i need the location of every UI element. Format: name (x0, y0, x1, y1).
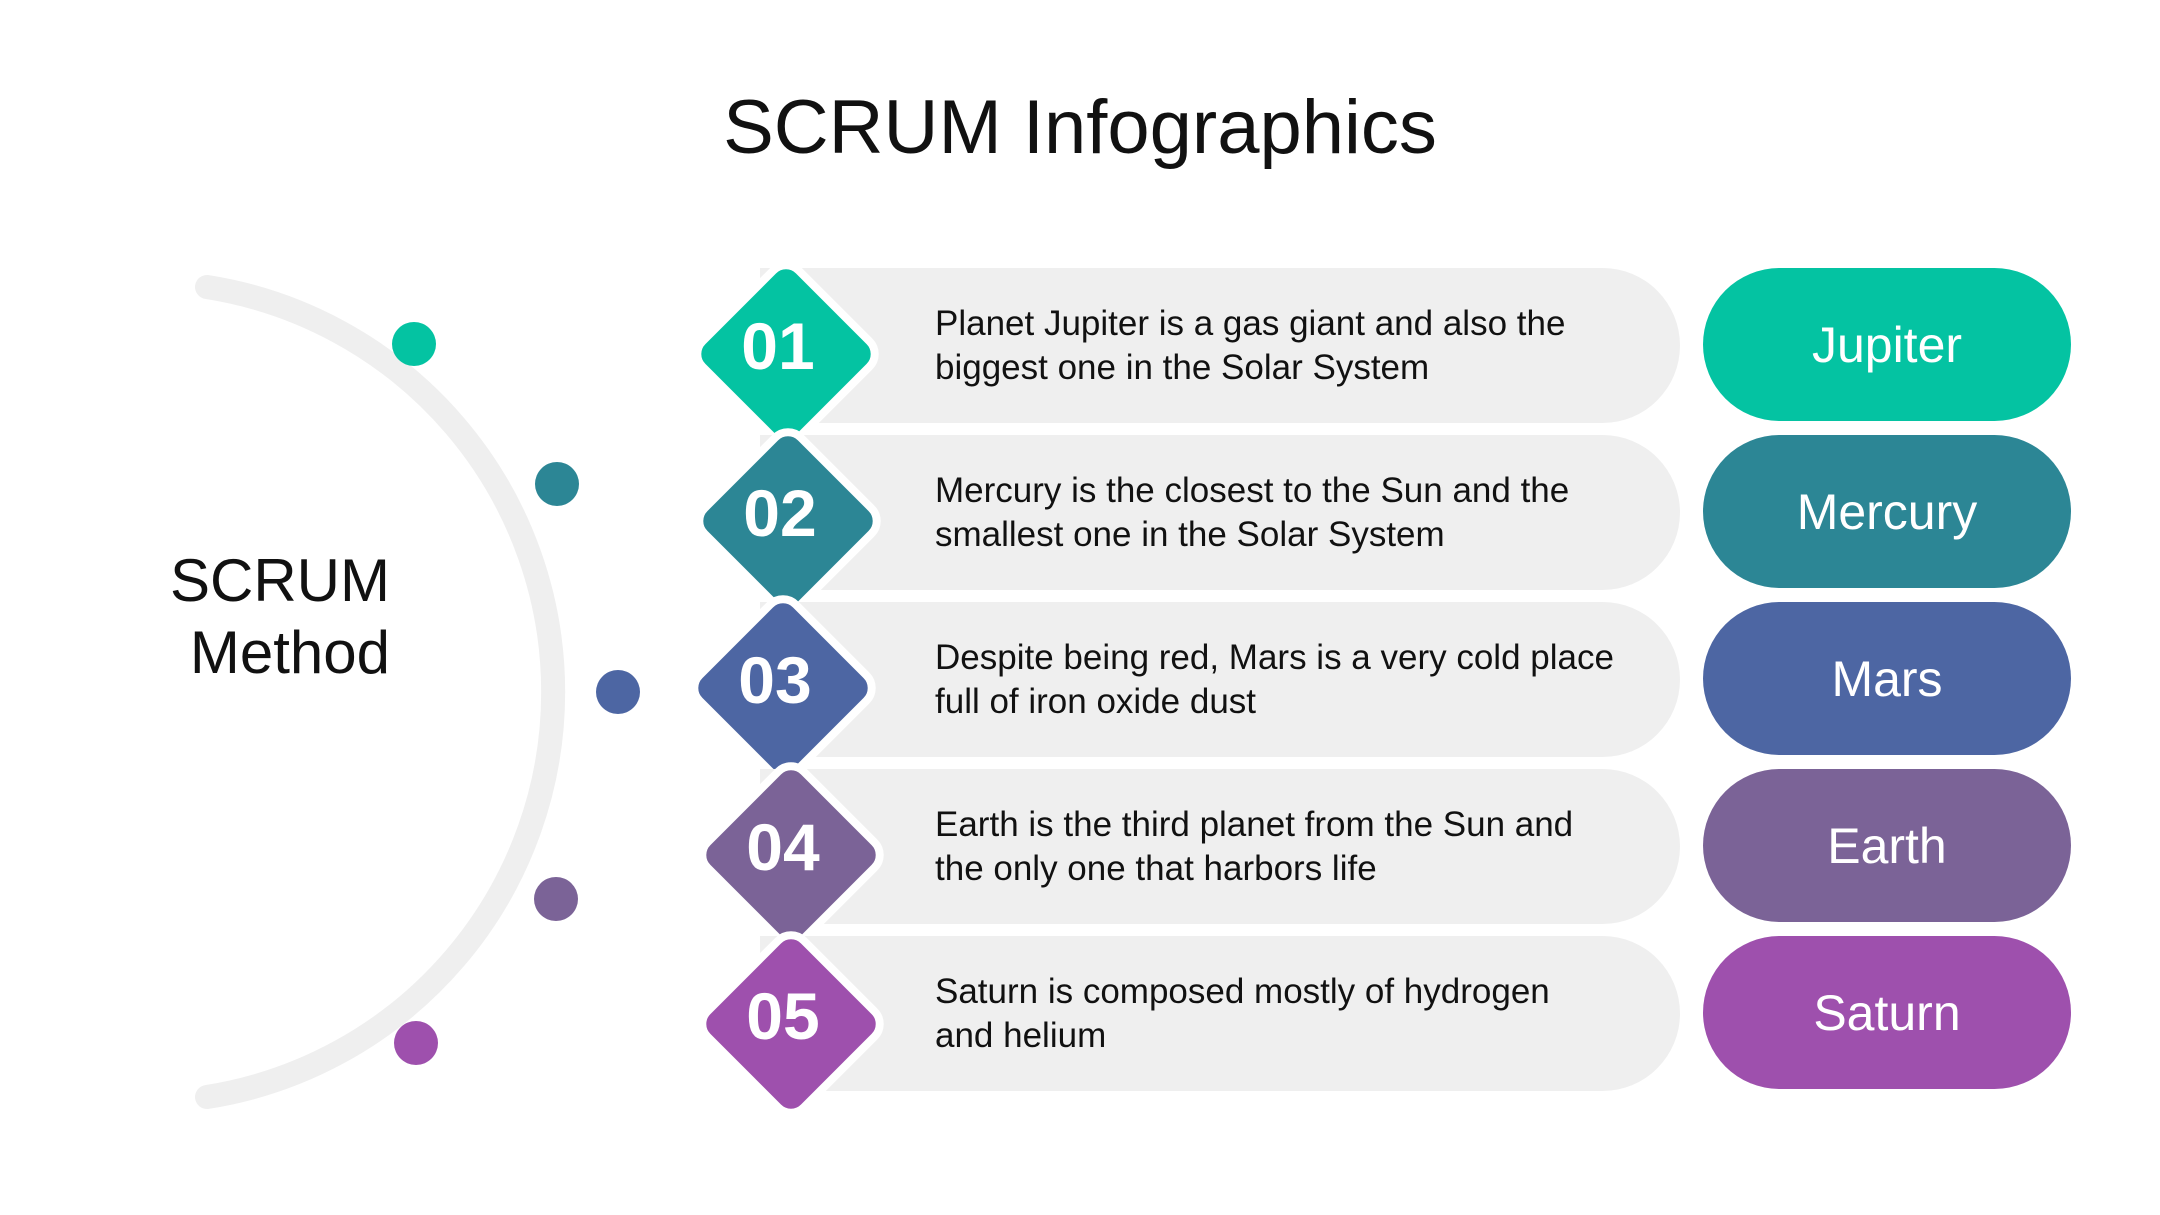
planet-pill-mars: Mars (1703, 602, 2071, 755)
step-number-5: 05 (746, 979, 820, 1053)
step-badge-2: 02 (680, 413, 890, 623)
step-description-3: Despite being red, Mars is a very cold p… (935, 637, 1614, 721)
timeline-dot-4 (534, 877, 578, 921)
step-badge-4: 04 (683, 747, 893, 957)
method-label: SCRUM Method (170, 547, 390, 686)
planet-pill-earth: Earth (1703, 769, 2071, 922)
timeline-dot-3 (596, 670, 640, 714)
step-row-4: Earth is the third planet from the Sun a… (0, 753, 2160, 957)
step-badge-5: 05 (683, 916, 893, 1126)
step-description-5: Saturn is composed mostly of hydrogen an… (935, 971, 1550, 1055)
step-row-2: Mercury is the closest to the Sun and th… (0, 419, 2160, 623)
step-description-4: Earth is the third planet from the Sun a… (935, 804, 1574, 888)
step-row-3: Despite being red, Mars is a very cold p… (0, 586, 2160, 790)
step-bar-4 (760, 769, 1680, 924)
step-number-4: 04 (746, 810, 820, 884)
timeline-dot-5 (394, 1021, 438, 1065)
step-bar-2 (760, 435, 1680, 590)
step-number-3: 03 (738, 643, 812, 717)
step-bar-1 (760, 268, 1680, 423)
step-number-2: 02 (743, 476, 817, 550)
step-bar-5 (760, 936, 1680, 1091)
planet-pill-mercury: Mercury (1703, 435, 2071, 588)
timeline-arc (195, 275, 566, 1109)
step-description-2: Mercury is the closest to the Sun and th… (935, 470, 1570, 554)
timeline-dot-2 (535, 462, 579, 506)
timeline-dot-1 (392, 322, 436, 366)
step-badge-3: 03 (675, 580, 885, 790)
step-row-5: Saturn is composed mostly of hydrogen an… (0, 922, 2160, 1126)
step-number-1: 01 (741, 309, 815, 383)
step-description-1: Planet Jupiter is a gas giant and also t… (935, 303, 1566, 387)
planet-pill-jupiter: Jupiter (1703, 268, 2071, 421)
step-row-1: Planet Jupiter is a gas giant and also t… (0, 252, 2160, 456)
step-bar-3 (760, 602, 1680, 757)
step-badge-1: 01 (678, 246, 888, 456)
page-title: SCRUM Infographics (723, 85, 1437, 170)
planet-pill-saturn: Saturn (1703, 936, 2071, 1089)
